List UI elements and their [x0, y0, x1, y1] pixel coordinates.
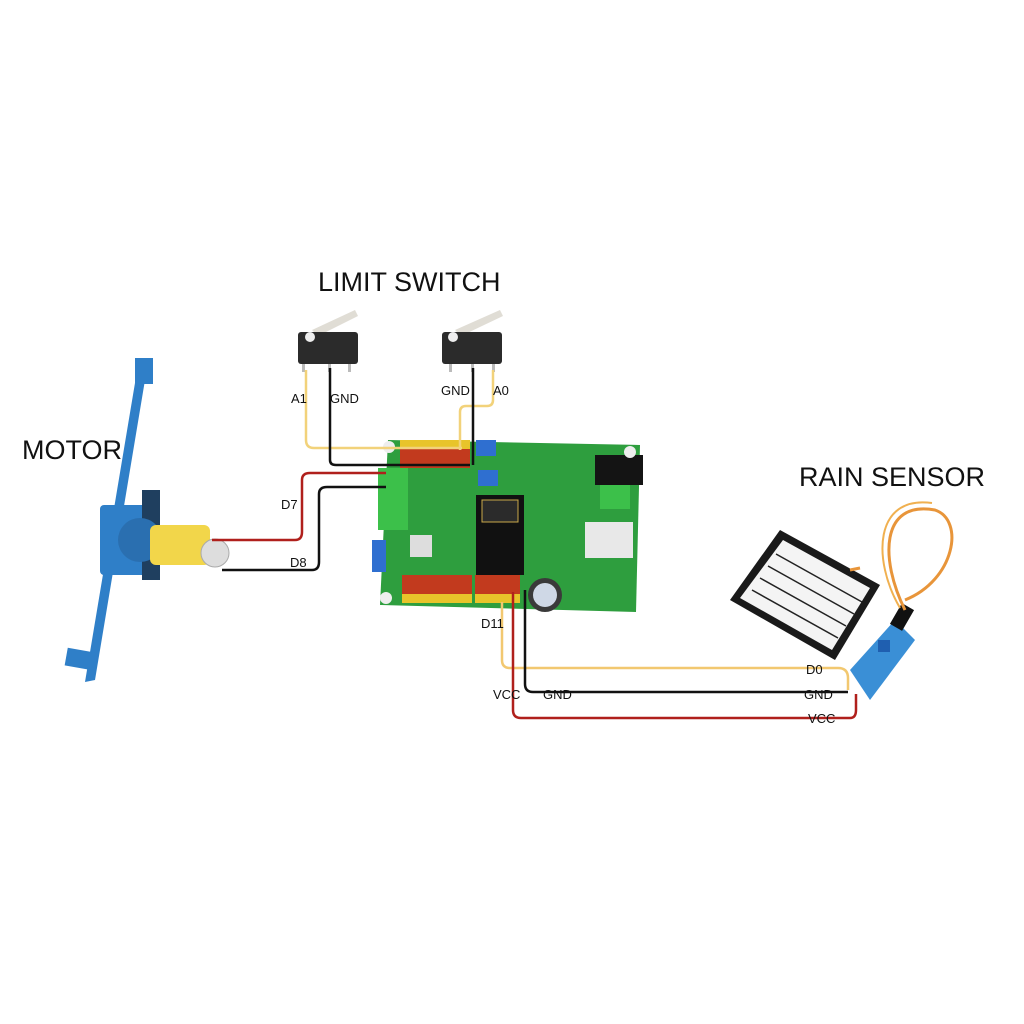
wire-vcc: [511, 592, 858, 720]
limit-switch-2: [442, 310, 503, 372]
dc-jack: [595, 455, 643, 485]
limit-switch-title: LIMIT SWITCH: [318, 267, 501, 297]
wire-gnd-sensor: [523, 590, 848, 694]
label-switch2-gnd: GND: [441, 383, 470, 398]
motor-assembly: [64, 358, 230, 682]
label-d7: D7: [281, 497, 298, 512]
label-board-vcc: VCC: [493, 687, 521, 702]
label-sensor-gnd: GND: [804, 687, 833, 702]
wires: [212, 368, 858, 720]
motor-terminal: [378, 468, 408, 530]
label-a1: A1: [291, 391, 307, 406]
wire-d11: [500, 602, 850, 690]
label-d11: D11: [481, 616, 504, 631]
label-switch1-gnd: GND: [330, 391, 359, 406]
limit-switch-1: [298, 310, 358, 372]
label-d8: D8: [290, 555, 307, 570]
label-sensor-vcc: VCC: [808, 711, 836, 726]
wire-d8: [222, 485, 386, 572]
wire-a0: [458, 370, 495, 450]
label-sensor-d0: D0: [806, 662, 823, 677]
label-a0: A0: [493, 383, 509, 398]
wire-d7: [212, 471, 386, 542]
motor-title: MOTOR: [22, 435, 122, 465]
wire-a1: [304, 370, 462, 450]
label-board-gnd: GND: [543, 687, 572, 702]
rain-sensor: [730, 501, 954, 700]
gear-motor: [150, 525, 210, 565]
sensor-module: [850, 620, 915, 700]
controller-board: [372, 440, 643, 612]
rain-sensor-title: RAIN SENSOR: [799, 462, 986, 492]
wire-gnd-switch1: [328, 368, 470, 467]
